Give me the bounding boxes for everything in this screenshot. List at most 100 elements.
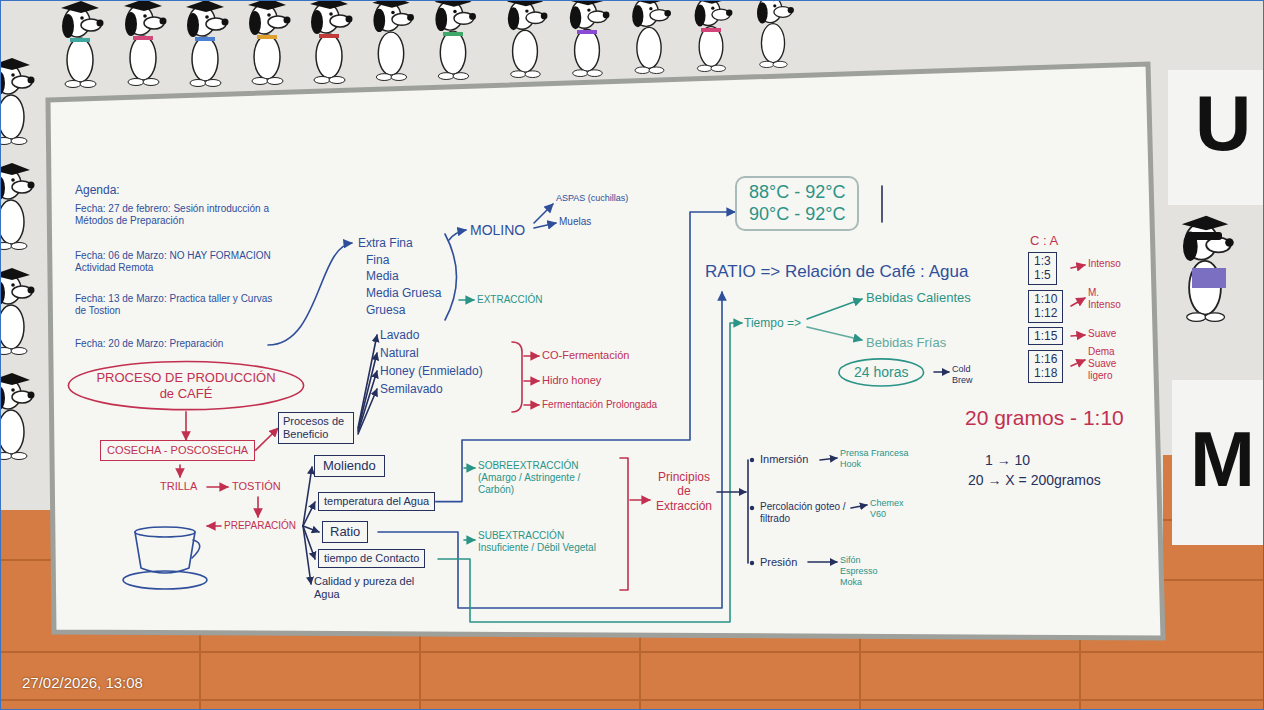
- snoopy-figure: [756, 0, 794, 68]
- node-text: 1:3: [1034, 254, 1051, 268]
- ratio-box: 1:161:18: [1028, 350, 1063, 383]
- snoopy-figure: [434, 0, 476, 80]
- ellipse-outline: [839, 359, 924, 386]
- agenda-item: Fecha: 13 de Marzo: Practica taller y Cu…: [75, 293, 275, 317]
- arrow-line: [717, 491, 746, 493]
- drink-label: Bebidas Calientes: [866, 290, 971, 306]
- collar: [133, 36, 153, 40]
- node-text: 1:12: [1034, 306, 1057, 320]
- bullet: [750, 506, 754, 510]
- arrow-line: [207, 486, 228, 488]
- drink-label: Bebidas Frías: [866, 335, 946, 351]
- time-label: Tiempo =>: [744, 316, 801, 330]
- strength-label: Intenso: [1088, 258, 1121, 270]
- wall-letter: U: [1195, 84, 1251, 162]
- collar: [257, 35, 277, 39]
- arrow-line: [358, 353, 377, 430]
- snoopy-figures: [0, 0, 1234, 460]
- strength-label: M. Intenso: [1088, 287, 1128, 311]
- grind-label: Media Gruesa: [366, 286, 441, 300]
- extraction-note: SOBREEXTRACCIÓN (Amargo / Astringente / …: [478, 460, 618, 496]
- grind-label: Extra Fina: [358, 236, 413, 250]
- arrow-line: [524, 380, 539, 382]
- arrow-line: [851, 505, 867, 508]
- leader-lines: [180, 186, 1085, 622]
- snoopy-figure: [124, 0, 167, 86]
- connector: [185, 411, 187, 440]
- arrow-line: [464, 539, 475, 541]
- stage-box: COSECHA - POSCOSECHA: [100, 440, 255, 461]
- ratio-heading: C : A: [1030, 233, 1058, 249]
- strength-label: Dema Suave ligero: [1088, 346, 1133, 382]
- agenda-item: Fecha: 27 de febrero: Sesión introducció…: [75, 203, 275, 227]
- snoopy-figure: [569, 0, 610, 77]
- node-text: 24 horas: [854, 364, 908, 381]
- note-label: EXTRACCIÓN: [477, 294, 543, 306]
- arrow-line: [808, 561, 837, 563]
- connector: [255, 428, 278, 450]
- ratio-box: 1:15: [1028, 327, 1063, 345]
- grinder-type: ASPAS (cuchillas): [556, 193, 628, 204]
- snoopy-figure: [248, 0, 291, 85]
- node-text: tiempo de Contacto: [324, 552, 419, 565]
- snoopy-figure: [372, 0, 414, 81]
- step-label: TRILLA: [160, 480, 197, 493]
- arrow-line: [459, 299, 474, 301]
- collar: [195, 37, 215, 41]
- drink-label: Cold Brew: [952, 364, 984, 386]
- wall-letter: M: [1190, 420, 1255, 498]
- tile-grout: [0, 520, 1264, 710]
- process-label: Natural: [380, 346, 419, 360]
- arrow-line: [303, 502, 315, 526]
- tick-mark: [881, 186, 883, 222]
- process-label: Lavado: [380, 328, 419, 342]
- snoopy-figure: [0, 268, 35, 355]
- process-label: Fermentación Prolongada: [542, 399, 657, 411]
- bullet: [750, 458, 754, 462]
- arrow-line: [303, 526, 315, 559]
- grind-label: Media: [366, 269, 399, 283]
- node-text: 1:10: [1034, 292, 1057, 306]
- extraction-note: SUBEXTRACCIÓN Insuficiente / Débil Veget…: [478, 530, 608, 554]
- arrow-line: [807, 327, 862, 340]
- agenda-item: Fecha: 20 de Marzo: Preparación: [75, 338, 223, 350]
- calculation: 20 → X = 200gramos: [968, 472, 1101, 489]
- arrow-line: [207, 525, 221, 527]
- arrow-line: [524, 404, 539, 406]
- tile-wall: [0, 598, 1264, 710]
- method-label: Presión: [760, 556, 797, 569]
- ellipse-outline: [68, 362, 303, 410]
- node-text: temperatura del Agua: [324, 495, 429, 508]
- node-text: Procesos de Beneficio: [283, 415, 349, 441]
- cup-handle: [192, 540, 200, 558]
- time-line: [438, 323, 742, 622]
- calculation: 20 gramos - 1:10: [965, 405, 1124, 430]
- node-text: 90°C - 92°C: [749, 204, 845, 226]
- grinder-label: MOLINO: [470, 222, 525, 239]
- variable-box: temperatura del Agua: [318, 492, 435, 511]
- method-example: Chemex V60: [870, 498, 910, 520]
- arrow-line: [358, 335, 377, 428]
- arrow-line: [358, 371, 377, 432]
- variable-box: tiempo de Contacto: [318, 549, 425, 568]
- calculation: 1 → 10: [985, 452, 1030, 469]
- bracket: [620, 458, 628, 590]
- process-label: CO-Fermentación: [542, 349, 629, 362]
- agenda-item: Fecha: 06 de Marzo: NO HAY FORMACION Act…: [75, 250, 275, 274]
- process-label: Hidro honey: [542, 374, 601, 387]
- ratio-line: [378, 292, 722, 608]
- principle-label: Principios de Extracción: [653, 470, 715, 513]
- node-text: COSECHA - POSCOSECHA: [107, 444, 248, 457]
- collar: [70, 38, 90, 42]
- arrow-line: [464, 467, 475, 469]
- arrow-line: [303, 526, 319, 532]
- temperature-box: 88°C - 92°C90°C - 92°C: [735, 176, 859, 231]
- collar: [443, 32, 463, 36]
- snoopy-figure: [507, 0, 548, 78]
- bracket: [445, 234, 457, 320]
- ratio-heading: RATIO => Relación de Café : Agua: [705, 262, 968, 282]
- snoopy-figure: [631, 0, 671, 74]
